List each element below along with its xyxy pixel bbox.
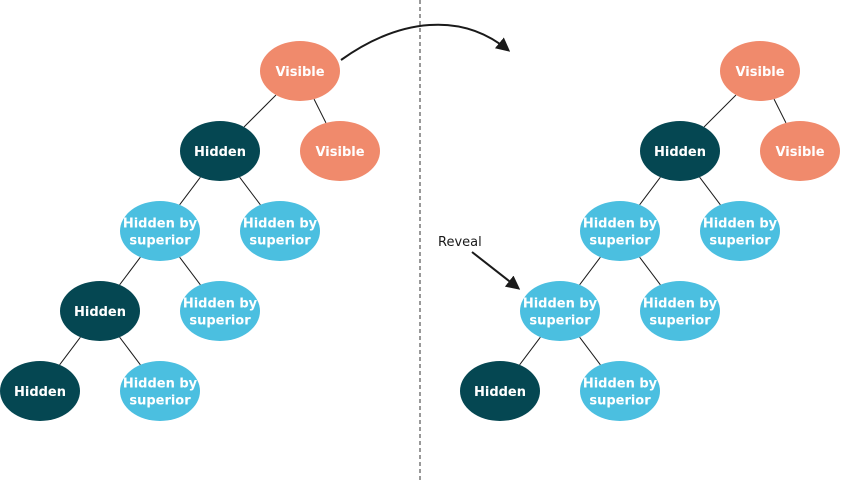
node-shape: [120, 361, 200, 421]
node-shape: [180, 121, 260, 181]
node-shape: [0, 361, 80, 421]
node-label: Hidden by: [243, 217, 318, 232]
node-shape: [300, 121, 380, 181]
node-label: superior: [649, 314, 711, 329]
node-label: superior: [189, 314, 251, 329]
node-label: Hidden by: [583, 377, 658, 392]
reveal-label: Reveal: [438, 235, 482, 250]
node-shape: [240, 201, 320, 261]
node-shape: [700, 201, 780, 261]
node-after-f: Hidden by superior: [640, 281, 720, 341]
node-label: superior: [129, 234, 191, 249]
edge-before-e-g: [59, 336, 81, 366]
edge-before-root-b: [313, 98, 327, 124]
edge-after-root-b: [773, 98, 787, 124]
node-shape: [60, 281, 140, 341]
node-before-f: Hidden by superior: [180, 281, 260, 341]
edge-after-e-h: [579, 336, 601, 366]
node-shape: [180, 281, 260, 341]
edge-before-c-e: [119, 256, 141, 286]
node-after-a: Hidden: [640, 121, 720, 181]
edge-before-c-f: [179, 256, 201, 286]
node-shape: [640, 281, 720, 341]
edge-before-root-a: [243, 94, 277, 128]
node-before-c: Hidden by superior: [120, 201, 200, 261]
node-label: Hidden by: [123, 377, 198, 392]
node-shape: [760, 121, 840, 181]
node-label: superior: [249, 234, 311, 249]
node-label: superior: [709, 234, 771, 249]
node-label: Visible: [315, 145, 364, 160]
edge-after-a-d: [699, 176, 721, 206]
transition-arrow: [340, 23, 511, 61]
node-label: Hidden: [14, 385, 66, 400]
node-label: Hidden by: [183, 297, 258, 312]
node-label: superior: [589, 394, 651, 409]
node-label: Visible: [275, 65, 324, 80]
node-label: superior: [529, 314, 591, 329]
node-label: Hidden by: [703, 217, 778, 232]
node-after-h: Hidden by superior: [580, 361, 660, 421]
edge-before-e-h: [119, 336, 141, 366]
node-shape: [460, 361, 540, 421]
node-after-g: Hidden: [460, 361, 540, 421]
node-after-d: Hidden by superior: [700, 201, 780, 261]
node-label: Hidden by: [583, 217, 658, 232]
node-label: Hidden by: [643, 297, 718, 312]
node-label: Hidden: [194, 145, 246, 160]
node-label: Hidden by: [523, 297, 598, 312]
edge-after-c-f: [639, 256, 661, 286]
node-after-e: Hidden by superior: [520, 281, 600, 341]
node-before-d: Hidden by superior: [240, 201, 320, 261]
node-shape: [120, 201, 200, 261]
node-shape: [720, 41, 800, 101]
node-shape: [640, 121, 720, 181]
node-shape: [260, 41, 340, 101]
edge-before-a-c: [179, 176, 201, 206]
edge-after-e-g: [519, 336, 541, 366]
node-shape: [580, 201, 660, 261]
node-label: Hidden: [654, 145, 706, 160]
node-after-root: Visible: [720, 41, 800, 101]
node-before-a: Hidden: [180, 121, 260, 181]
node-before-e: Hidden: [60, 281, 140, 341]
node-after-c: Hidden by superior: [580, 201, 660, 261]
node-label: superior: [589, 234, 651, 249]
node-before-h: Hidden by superior: [120, 361, 200, 421]
node-label: superior: [129, 394, 191, 409]
node-shape: [520, 281, 600, 341]
node-before-b: Visible: [300, 121, 380, 181]
edge-after-a-c: [639, 176, 661, 206]
node-before-root: Visible: [260, 41, 340, 101]
edge-before-a-d: [239, 176, 261, 206]
node-label: Hidden by: [123, 217, 198, 232]
node-label: Visible: [735, 65, 784, 80]
node-label: Visible: [775, 145, 824, 160]
reveal-arrow: [471, 251, 521, 290]
node-before-g: Hidden: [0, 361, 80, 421]
node-after-b: Visible: [760, 121, 840, 181]
node-label: Hidden: [474, 385, 526, 400]
node-label: Hidden: [74, 305, 126, 320]
edge-after-root-a: [703, 94, 737, 128]
edge-after-c-e: [579, 256, 601, 286]
node-shape: [580, 361, 660, 421]
